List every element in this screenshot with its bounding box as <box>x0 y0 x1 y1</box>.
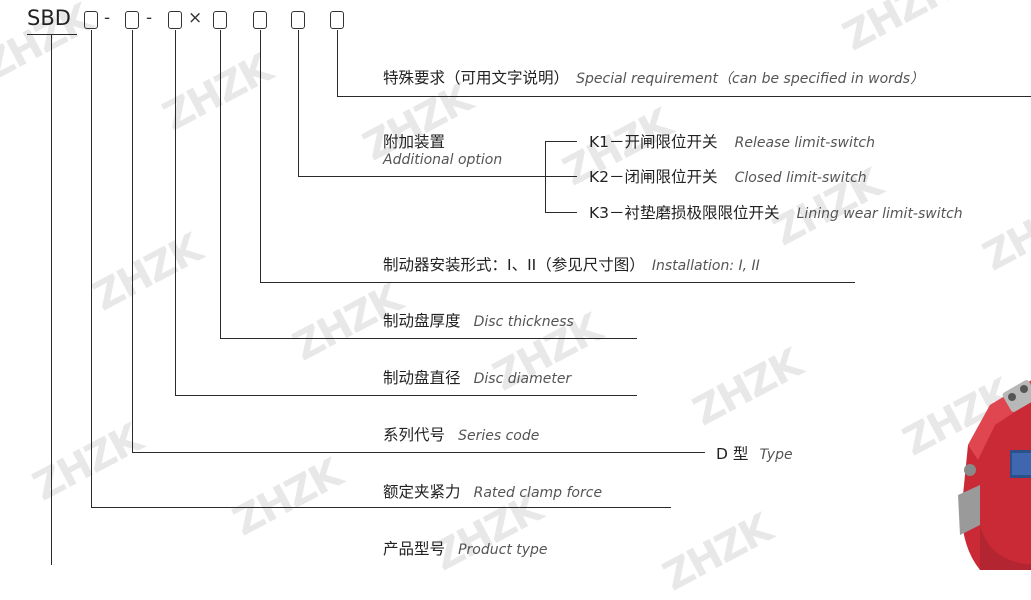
line-special <box>337 96 1031 97</box>
label-diameter: 制动盘直径 Disc diameter <box>383 366 571 388</box>
label-k3: K3－衬垫磨损极限限位开关 Lining wear limit-switch <box>589 201 963 223</box>
watermark: ZHZK <box>835 0 959 61</box>
line-k3 <box>545 212 577 213</box>
leader-diameter <box>175 30 176 395</box>
label-thickness: 制动盘厚度 Disc thickness <box>383 309 574 331</box>
label-option-zh: 附加装置 <box>383 133 446 151</box>
brake-product-image <box>958 380 1031 570</box>
code-times: × <box>188 8 203 28</box>
label-install: 制动器安装形式：I、II（参见尺寸图） Installation: I, II <box>383 253 760 275</box>
label-special: 特殊要求（可用文字说明） Special requirement（can be … <box>383 66 924 88</box>
code-dash: - <box>104 8 111 28</box>
watermark: ZHZK <box>225 450 349 546</box>
label-k3-en: Lining wear limit-switch <box>796 206 963 222</box>
leader-series <box>132 30 133 452</box>
leader-special <box>337 30 338 96</box>
label-clamp-zh: 额定夹紧力 <box>383 483 461 501</box>
label-product-zh: 产品型号 <box>383 540 446 558</box>
label-special-en: Special requirement（can be specified in … <box>576 71 925 87</box>
code-box-special <box>330 11 344 29</box>
watermark: ZHZK <box>655 505 779 600</box>
label-diameter-zh: 制动盘直径 <box>383 369 461 387</box>
label-thickness-en: Disc thickness <box>473 314 574 330</box>
leader-install <box>260 30 261 282</box>
leader-thickness <box>220 30 221 338</box>
line-install <box>260 282 855 283</box>
label-k2: K2－闭闸限位开关 Closed limit-switch <box>589 165 867 187</box>
label-thickness-zh: 制动盘厚度 <box>383 312 461 330</box>
label-clamp: 额定夹紧力 Rated clamp force <box>383 480 602 502</box>
line-clamp <box>91 507 671 508</box>
model-prefix: SBD <box>27 6 71 30</box>
label-diameter-en: Disc diameter <box>473 371 572 387</box>
label-k3-zh: K3－衬垫磨损极限限位开关 <box>589 204 780 222</box>
leader-option <box>298 30 299 176</box>
code-box-diameter <box>168 11 182 29</box>
line-thickness <box>220 338 637 339</box>
label-k1: K1－开闸限位开关 Release limit-switch <box>589 130 875 152</box>
label-product: 产品型号 Product type <box>383 537 548 559</box>
watermark: ZHZK <box>685 340 809 436</box>
line-option <box>298 176 545 177</box>
line-k1 <box>545 141 577 142</box>
label-series-zh: 系列代号 <box>383 426 446 444</box>
leader-clamp <box>91 30 92 507</box>
label-dtype-zh: D 型 <box>716 445 749 463</box>
code-dash: - <box>146 8 153 28</box>
label-clamp-en: Rated clamp force <box>473 485 603 501</box>
label-install-zh: 制动器安装形式：I、II（参见尺寸图） <box>383 256 645 274</box>
label-series: 系列代号 Series code <box>383 423 539 445</box>
label-special-zh: 特殊要求（可用文字说明） <box>383 69 570 87</box>
code-box-product <box>84 11 98 29</box>
label-k2-zh: K2－闭闸限位开关 <box>589 168 718 186</box>
label-k2-en: Closed limit-switch <box>734 170 867 186</box>
watermark: ZHZK <box>975 185 1031 281</box>
label-k1-en: Release limit-switch <box>734 135 875 151</box>
line-series <box>132 452 705 453</box>
label-series-en: Series code <box>458 428 540 444</box>
code-box-install <box>253 11 267 29</box>
label-dtype: D 型 Type <box>716 442 793 464</box>
code-box-clamp <box>125 11 139 29</box>
label-install-en: Installation: I, II <box>651 258 760 274</box>
code-box-option <box>291 11 305 29</box>
prefix-underline <box>27 34 77 35</box>
label-k1-zh: K1－开闸限位开关 <box>589 133 718 151</box>
leader-product <box>51 34 52 565</box>
watermark: ZHZK <box>25 415 149 511</box>
watermark: ZHZK <box>85 225 209 321</box>
label-product-en: Product type <box>458 542 548 558</box>
label-option-en: Additional option <box>383 152 503 168</box>
code-box-thickness <box>213 11 227 29</box>
line-k2 <box>545 176 577 177</box>
label-dtype-en: Type <box>759 447 793 463</box>
line-diameter <box>175 395 637 396</box>
